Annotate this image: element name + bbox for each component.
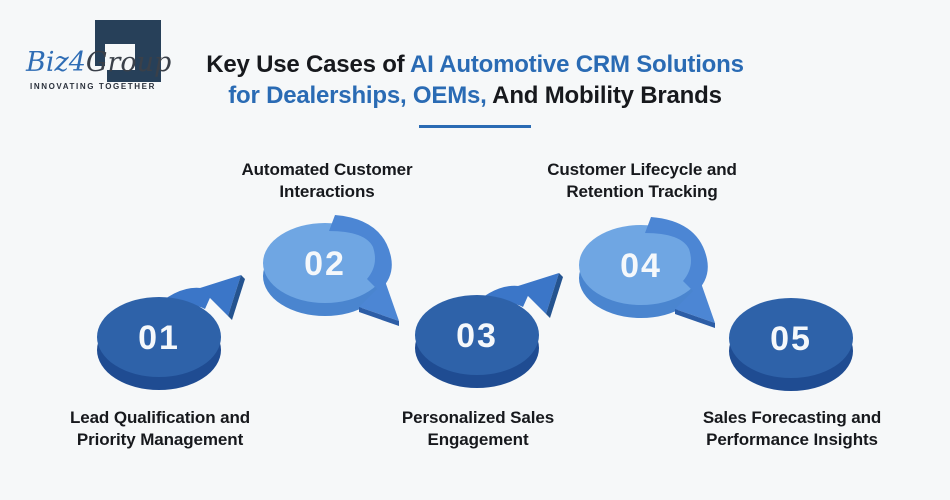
page-title: Key Use Cases of AI Automotive CRM Solut… (0, 49, 950, 111)
logo-word-4: 4 (68, 47, 86, 78)
logo-word-biz: Biz (26, 47, 69, 78)
title-underline (419, 125, 531, 128)
step-label-03: Personalized Sales Engagement (401, 408, 555, 449)
step-number-04: 04 (620, 247, 662, 285)
step-circle-01: 01 (97, 275, 245, 390)
logo-tagline: INNOVATING TOGETHER (30, 82, 156, 91)
step-label-05: Sales Forecasting and Performance Insigh… (702, 408, 882, 449)
step-number-05: 05 (770, 320, 812, 358)
step-number-01: 01 (138, 319, 180, 357)
step-label-01: Lead Qualification and Priority Manageme… (69, 408, 251, 449)
title-line-2: for Dealerships, OEMs, And Mobility Bran… (228, 82, 722, 109)
logo-wordmark: Biz4Group (26, 48, 186, 78)
step-circle-03: 03 (415, 273, 563, 388)
biz4group-logo: Biz4Group INNOVATING TOGETHER (24, 14, 184, 100)
step-number-02: 02 (304, 245, 346, 283)
title-line-1: Key Use Cases of AI Automotive CRM Solut… (206, 51, 744, 78)
step-label-04: Customer Lifecycle and Retention Trackin… (547, 160, 737, 201)
step-circle-02: 02 (263, 215, 399, 326)
step-circle-04: 04 (579, 217, 715, 328)
biz4group-logo-mark-icon (95, 20, 161, 82)
step-number-03: 03 (456, 317, 498, 355)
step-label-02: Automated Customer Interactions (241, 160, 413, 201)
logo-word-group: Group (85, 47, 172, 78)
step-circle-05: 05 (729, 298, 853, 391)
